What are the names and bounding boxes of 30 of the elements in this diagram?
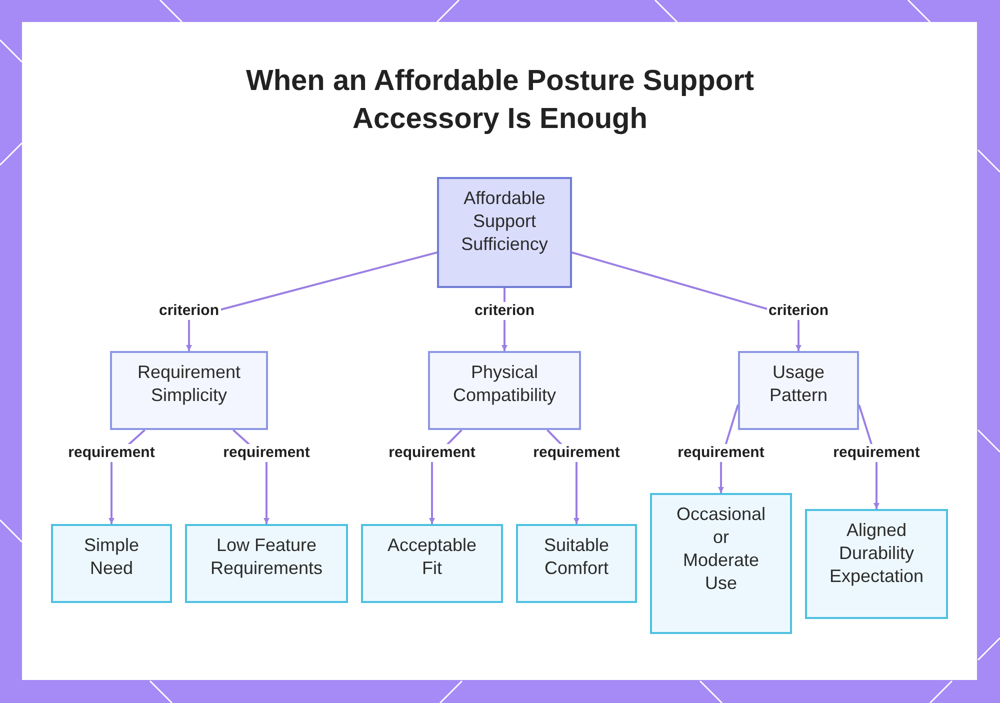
- node-label: Physical Compatibility: [452, 361, 558, 407]
- concept-box: [805, 509, 948, 619]
- node-label: Simple Need: [82, 534, 140, 580]
- edge-label: requirement: [66, 444, 157, 462]
- concept-box: [516, 524, 637, 603]
- edge-label: requirement: [676, 444, 766, 462]
- node-label: Usage Pattern: [768, 361, 829, 407]
- node-label: Aligned Durability Expectation: [828, 519, 925, 588]
- concept-box: [650, 493, 792, 634]
- node-label: Acceptable Fit: [386, 534, 478, 580]
- diagram-title: When an Affordable Posture Support Accessory Is Enough: [244, 64, 756, 137]
- node-label: Low Feature Requirements: [209, 534, 324, 580]
- concept-box: [437, 177, 572, 288]
- edge-label: requirement: [221, 444, 312, 462]
- concept-box: [738, 351, 859, 430]
- concept-box: [51, 524, 172, 603]
- node-label: Suitable Comfort: [542, 534, 610, 580]
- concept-box: [185, 524, 348, 603]
- concept-box: [428, 351, 581, 430]
- edge-label: criterion: [157, 302, 221, 320]
- node-label: Requirement Simplicity: [136, 361, 242, 407]
- concept-box: [110, 351, 268, 430]
- edge-label: criterion: [766, 302, 830, 320]
- concept-box: [361, 524, 503, 603]
- edge-label: criterion: [472, 302, 536, 320]
- node-label: Occasional or Moderate Use: [675, 503, 767, 595]
- edge-label: requirement: [531, 444, 622, 462]
- edge-label: requirement: [386, 444, 478, 462]
- node-label: Affordable Support Sufficiency: [460, 187, 549, 256]
- edge-label: requirement: [831, 444, 922, 462]
